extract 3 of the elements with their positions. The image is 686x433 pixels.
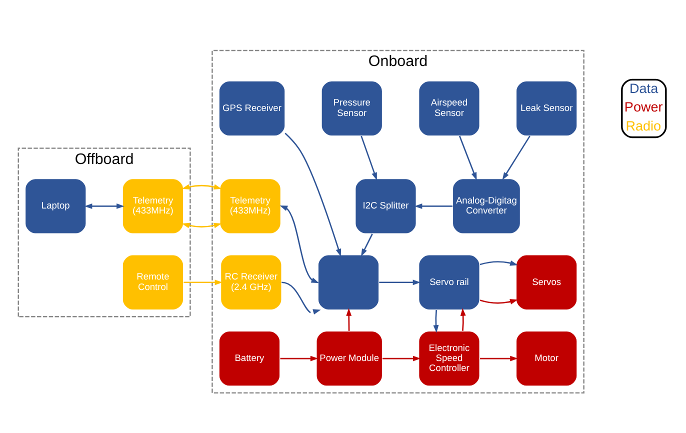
legend-label: Data xyxy=(630,80,658,96)
legend-label: Radio xyxy=(626,118,662,133)
legend-label: Power xyxy=(624,99,663,114)
